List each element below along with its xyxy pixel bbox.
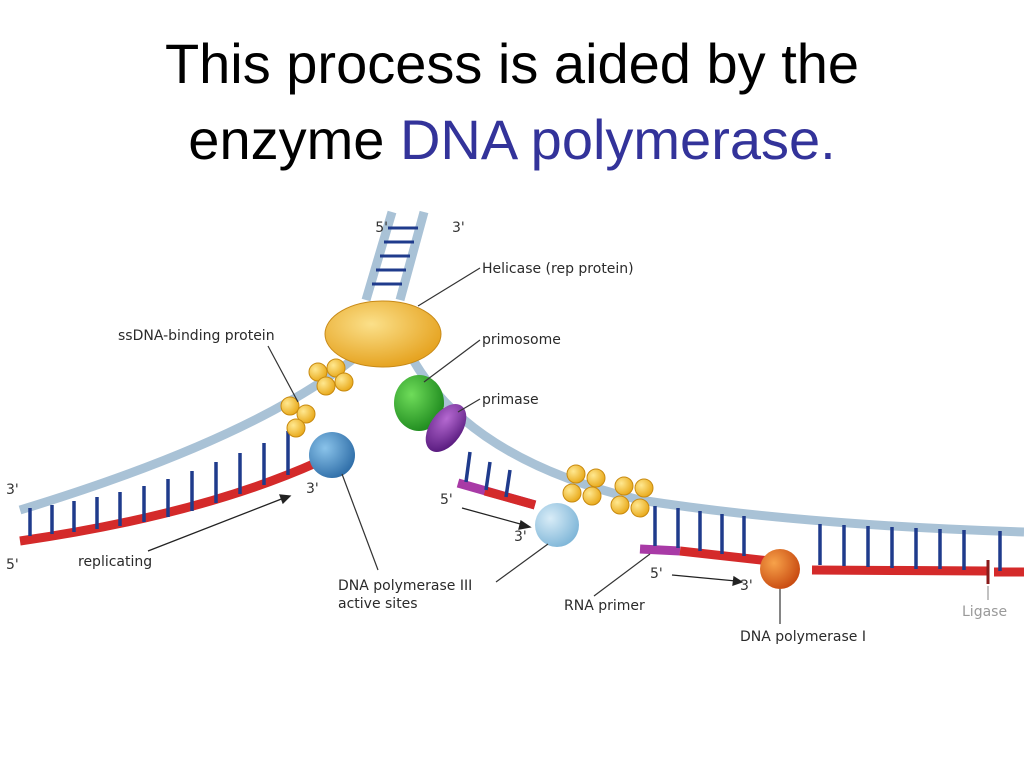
okazaki-fragment-1 <box>485 491 535 505</box>
rna-primer-label: RNA primer <box>564 598 645 614</box>
end-label-primer-5prime: 5' <box>650 566 663 582</box>
dna-polymerase-i <box>760 549 800 589</box>
replicating-label: replicating <box>78 554 152 570</box>
end-label-leading-3prime: 3' <box>306 481 319 497</box>
end-label-primer-3prime: 3' <box>740 578 753 594</box>
okazaki-primer-2 <box>640 549 680 551</box>
primase-leader <box>458 399 480 412</box>
pol-iii-label-line2: active sites <box>338 596 418 612</box>
primer-arrow <box>672 575 736 581</box>
primase-label: primase <box>482 392 539 408</box>
helicase-leader <box>418 268 480 306</box>
end-label-top-5prime: 5' <box>375 220 388 236</box>
dna-polymerase-iii-leading <box>309 432 355 478</box>
lagging-synthesis-arrowhead <box>519 521 530 529</box>
ssb-leader <box>268 346 298 402</box>
rna-primer-leader <box>594 554 650 596</box>
leading-arm <box>20 360 352 541</box>
lagging-template-strand <box>412 358 1024 532</box>
end-label-lagging-3prime: 3' <box>514 529 527 545</box>
okazaki-fragment-3 <box>812 570 988 571</box>
end-label-left-3prime: 3' <box>6 482 19 498</box>
ligase-label: Ligase <box>962 604 1007 620</box>
pol-i-label: DNA polymerase I <box>740 629 866 645</box>
helicase-enzyme <box>325 301 441 367</box>
ssb-label: ssDNA-binding protein <box>118 328 275 344</box>
dna-polymerase-iii-lagging <box>535 503 579 547</box>
pol-iii-label-line1: DNA polymerase III <box>338 578 472 594</box>
replicating-arrowhead <box>280 495 290 503</box>
ssb-proteins-leading <box>281 359 353 437</box>
okazaki-fragment-2 <box>680 551 770 561</box>
end-label-left-5prime: 5' <box>6 557 19 573</box>
pol-iii-leader-a <box>342 474 378 570</box>
pol-iii-leader-b <box>496 544 548 582</box>
primosome-label: primosome <box>482 332 561 348</box>
leading-base-pairs <box>30 431 288 536</box>
end-label-lagging-5prime: 5' <box>440 492 453 508</box>
end-label-top-3prime: 3' <box>452 220 465 236</box>
lagging-synthesis-arrow <box>462 508 524 525</box>
helicase-label: Helicase (rep protein) <box>482 261 634 277</box>
